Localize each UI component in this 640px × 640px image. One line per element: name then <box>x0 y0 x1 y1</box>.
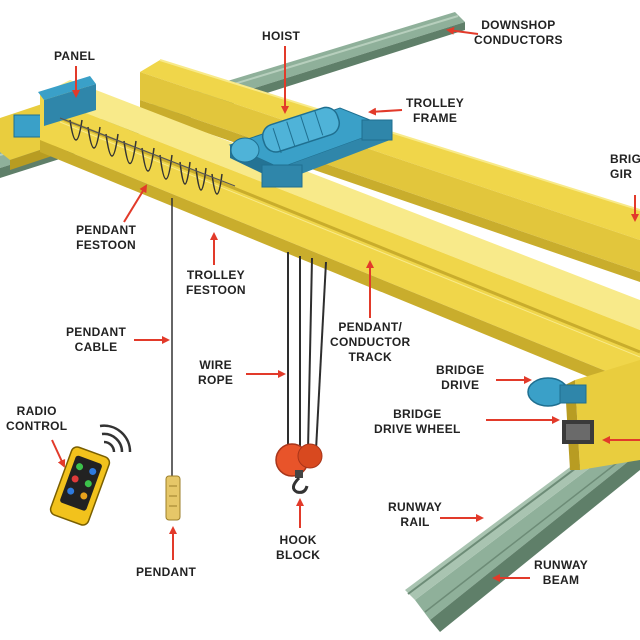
pendant-assembly <box>165 198 181 521</box>
trolley <box>228 106 393 188</box>
label-panel: PANEL <box>54 49 96 63</box>
radio-remote <box>49 446 111 526</box>
label-pendant: PENDANT <box>136 565 197 579</box>
festoon-wire <box>59 117 236 187</box>
end-truck-right <box>562 360 640 470</box>
bridge-drive-motor <box>527 377 587 407</box>
label-hoist: HOIST <box>262 29 301 43</box>
callout-arrows <box>51 26 640 582</box>
control-panel <box>38 76 96 126</box>
wire-ropes <box>287 252 327 451</box>
hook-block <box>275 443 323 494</box>
radio-signal-icon <box>99 424 132 453</box>
